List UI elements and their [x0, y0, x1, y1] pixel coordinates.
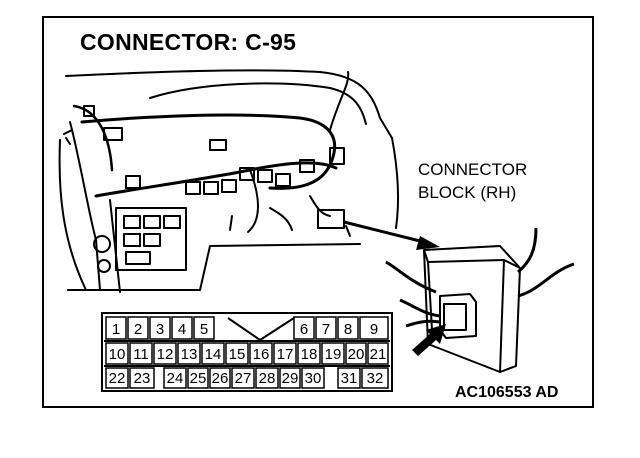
pin-number: 9 [370, 321, 378, 338]
pin-cell [153, 342, 177, 365]
pin-cell [337, 316, 359, 340]
pin-number: 20 [348, 346, 365, 363]
connector-block-label-line2: BLOCK (RH) [418, 183, 517, 202]
pin-cell [337, 367, 361, 389]
pin-cell [171, 316, 193, 340]
pin-cell [367, 342, 389, 365]
pin-number: 4 [178, 321, 186, 338]
connector-block-label-line1: CONNECTOR [418, 160, 528, 179]
pin-number: 11 [133, 346, 149, 363]
pin-cell [201, 342, 225, 365]
pin-number: 7 [322, 321, 330, 338]
pin-number: 8 [344, 321, 352, 338]
pin-number: 5 [200, 321, 208, 338]
pin-cell [225, 342, 249, 365]
pin-number: 13 [181, 346, 198, 363]
pin-cell [249, 342, 273, 365]
pin-cell [359, 316, 389, 340]
pin-cell [105, 342, 129, 365]
page-title: CONNECTOR: C-95 [80, 29, 297, 55]
pin-cell [315, 316, 337, 340]
pin-number: 31 [341, 370, 358, 387]
pin-number: 30 [305, 370, 322, 387]
pin-number: 16 [253, 346, 270, 363]
pin-number: 3 [156, 321, 164, 338]
pin-cell [345, 342, 367, 365]
pin-number: 15 [229, 346, 246, 363]
pin-cell [163, 367, 187, 389]
pin-number: 6 [300, 321, 308, 338]
pin-cell [177, 342, 201, 365]
pin-cell [105, 367, 129, 389]
pin-cell [127, 316, 149, 340]
pin-cell [301, 367, 325, 389]
pin-cell [255, 367, 279, 389]
pin-cell [209, 367, 231, 389]
pin-number: 18 [301, 346, 318, 363]
pin-number: 17 [277, 346, 294, 363]
pin-number: 27 [235, 370, 252, 387]
pin-cell [273, 342, 297, 365]
figure-code: AC106553 AD [455, 384, 559, 401]
pin-number: 2 [134, 321, 142, 338]
pin-cell [129, 342, 153, 365]
pin-number: 22 [109, 370, 126, 387]
pin-number: 10 [109, 346, 126, 363]
pin-number: 26 [212, 370, 229, 387]
pin-number: 12 [157, 346, 174, 363]
pin-cell [279, 367, 301, 389]
pin-number: 14 [205, 346, 222, 363]
pin-number: 32 [367, 370, 384, 387]
pin-number: 19 [325, 346, 342, 363]
pin-cell [231, 367, 255, 389]
pin-number: 23 [134, 370, 151, 387]
pin-cell [321, 342, 345, 365]
pin-cell [293, 316, 315, 340]
pin-cell [105, 316, 127, 340]
pin-cell [193, 316, 215, 340]
pin-cell [361, 367, 389, 389]
pin-number: 28 [259, 370, 276, 387]
pin-number: 21 [370, 346, 387, 363]
connector-block-label: CONNECTOR BLOCK (RH) [418, 158, 527, 204]
pin-cell [297, 342, 321, 365]
pin-cell [129, 367, 155, 389]
pin-number: 1 [112, 321, 120, 338]
pin-cell [187, 367, 209, 389]
pin-number: 24 [167, 370, 184, 387]
pin-number: 25 [190, 370, 207, 387]
pin-number: 29 [282, 370, 299, 387]
pin-cell [149, 316, 171, 340]
